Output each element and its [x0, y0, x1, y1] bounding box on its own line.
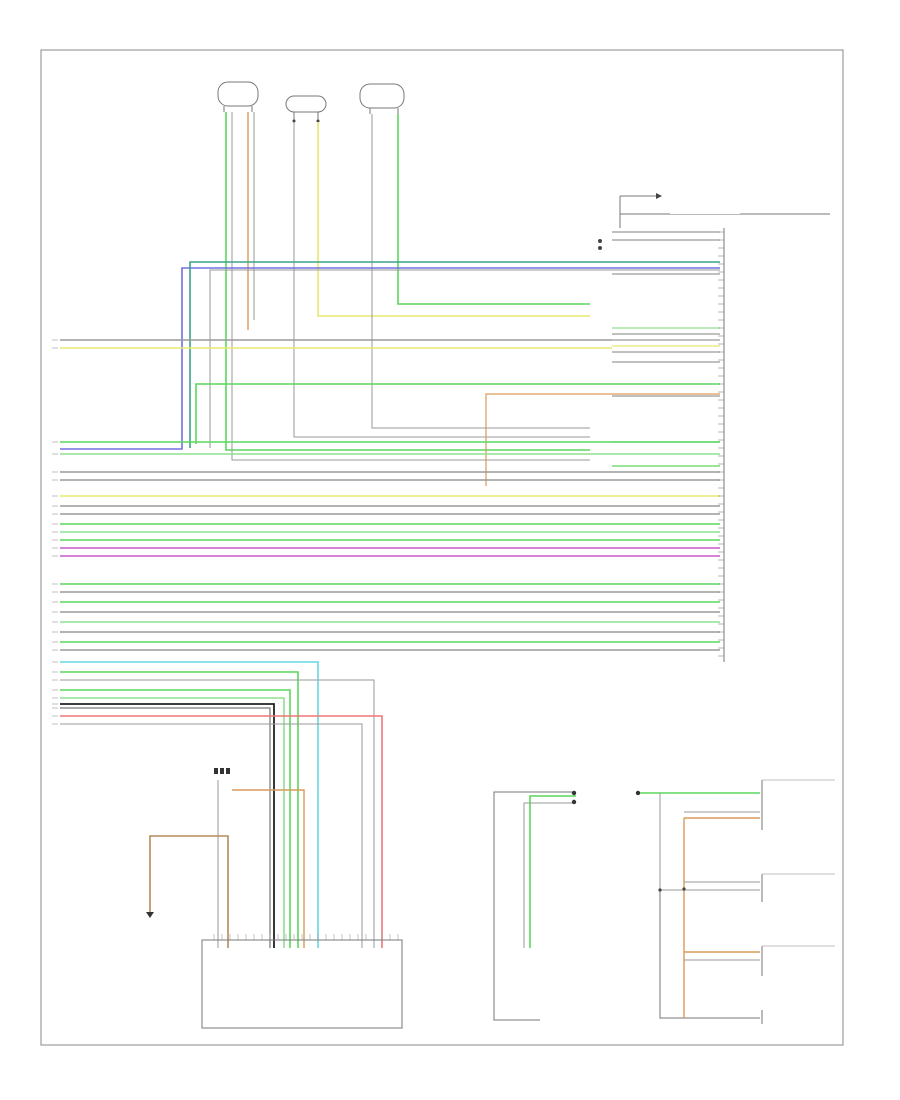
- top-speaker-3: [359, 67, 405, 114]
- top-speaker-2: [285, 73, 327, 123]
- left-connector-pins: [52, 339, 58, 725]
- top-speaker-1: [217, 61, 259, 112]
- lower-connector: [202, 748, 240, 774]
- bus-wires: [60, 231, 724, 657]
- diagram-frame: [40, 49, 844, 1046]
- bottom-module: [201, 934, 403, 1040]
- amplifier-connector: [560, 193, 830, 688]
- lower-right-group: [493, 779, 835, 1024]
